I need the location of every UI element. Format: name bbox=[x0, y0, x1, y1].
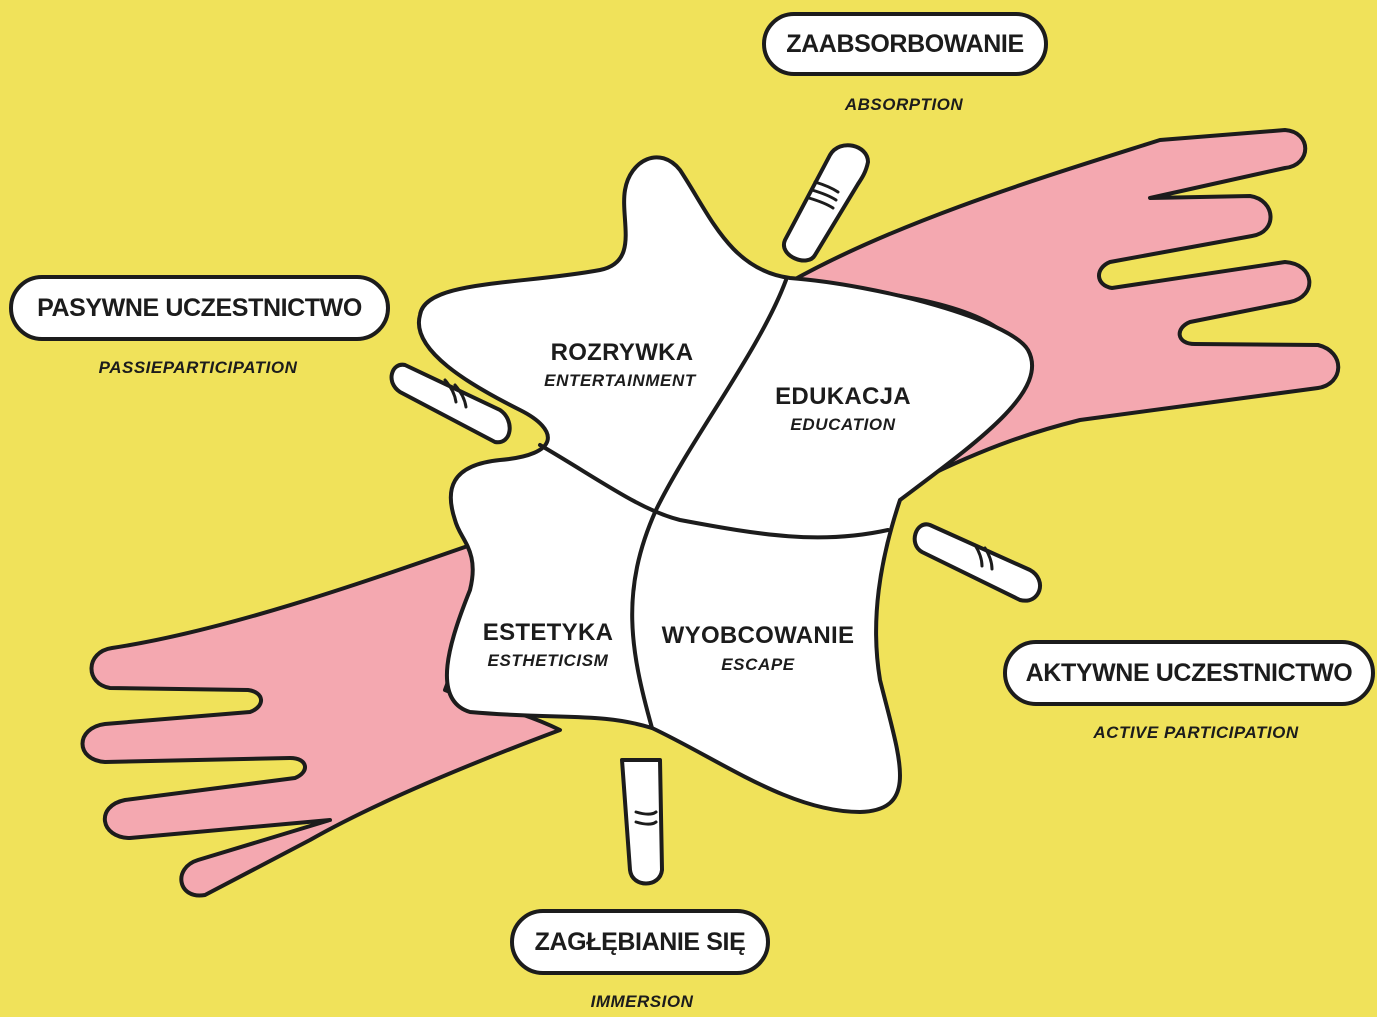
axis-label-right: AKTYWNE UCZESTNICTWO bbox=[1003, 640, 1375, 706]
quadrant-title-estetyka: ESTETYKA bbox=[483, 619, 613, 647]
axis-label-left: PASYWNE UCZESTNICTWO bbox=[9, 275, 390, 341]
axis-translation-right: ACTIVE PARTICIPATION bbox=[1093, 723, 1298, 743]
axis-label-bottom: ZAGŁĘBIANIE SIĘ bbox=[510, 909, 770, 975]
quadrant-title-rozrywka: ROZRYWKA bbox=[551, 339, 694, 367]
axis-translation-left: PASSIEPARTICIPATION bbox=[99, 358, 298, 378]
quadrant-sub-escape: ESCAPE bbox=[721, 655, 795, 675]
quadrant-sub-entertainment: ENTERTAINMENT bbox=[544, 371, 696, 391]
quadrant-sub-estheticism: ESTHETICISM bbox=[488, 651, 609, 671]
axis-translation-bottom: IMMERSION bbox=[591, 992, 694, 1012]
quadrant-title-wyobcowanie: WYOBCOWANIE bbox=[662, 622, 855, 650]
axis-label-top: ZAABSORBOWANIE bbox=[762, 12, 1048, 76]
quadrant-title-edukacja: EDUKACJA bbox=[775, 383, 911, 411]
finger-right bbox=[915, 524, 1040, 600]
quadrant-sub-education: EDUCATION bbox=[790, 415, 895, 435]
axis-translation-top: ABSORPTION bbox=[845, 95, 963, 115]
